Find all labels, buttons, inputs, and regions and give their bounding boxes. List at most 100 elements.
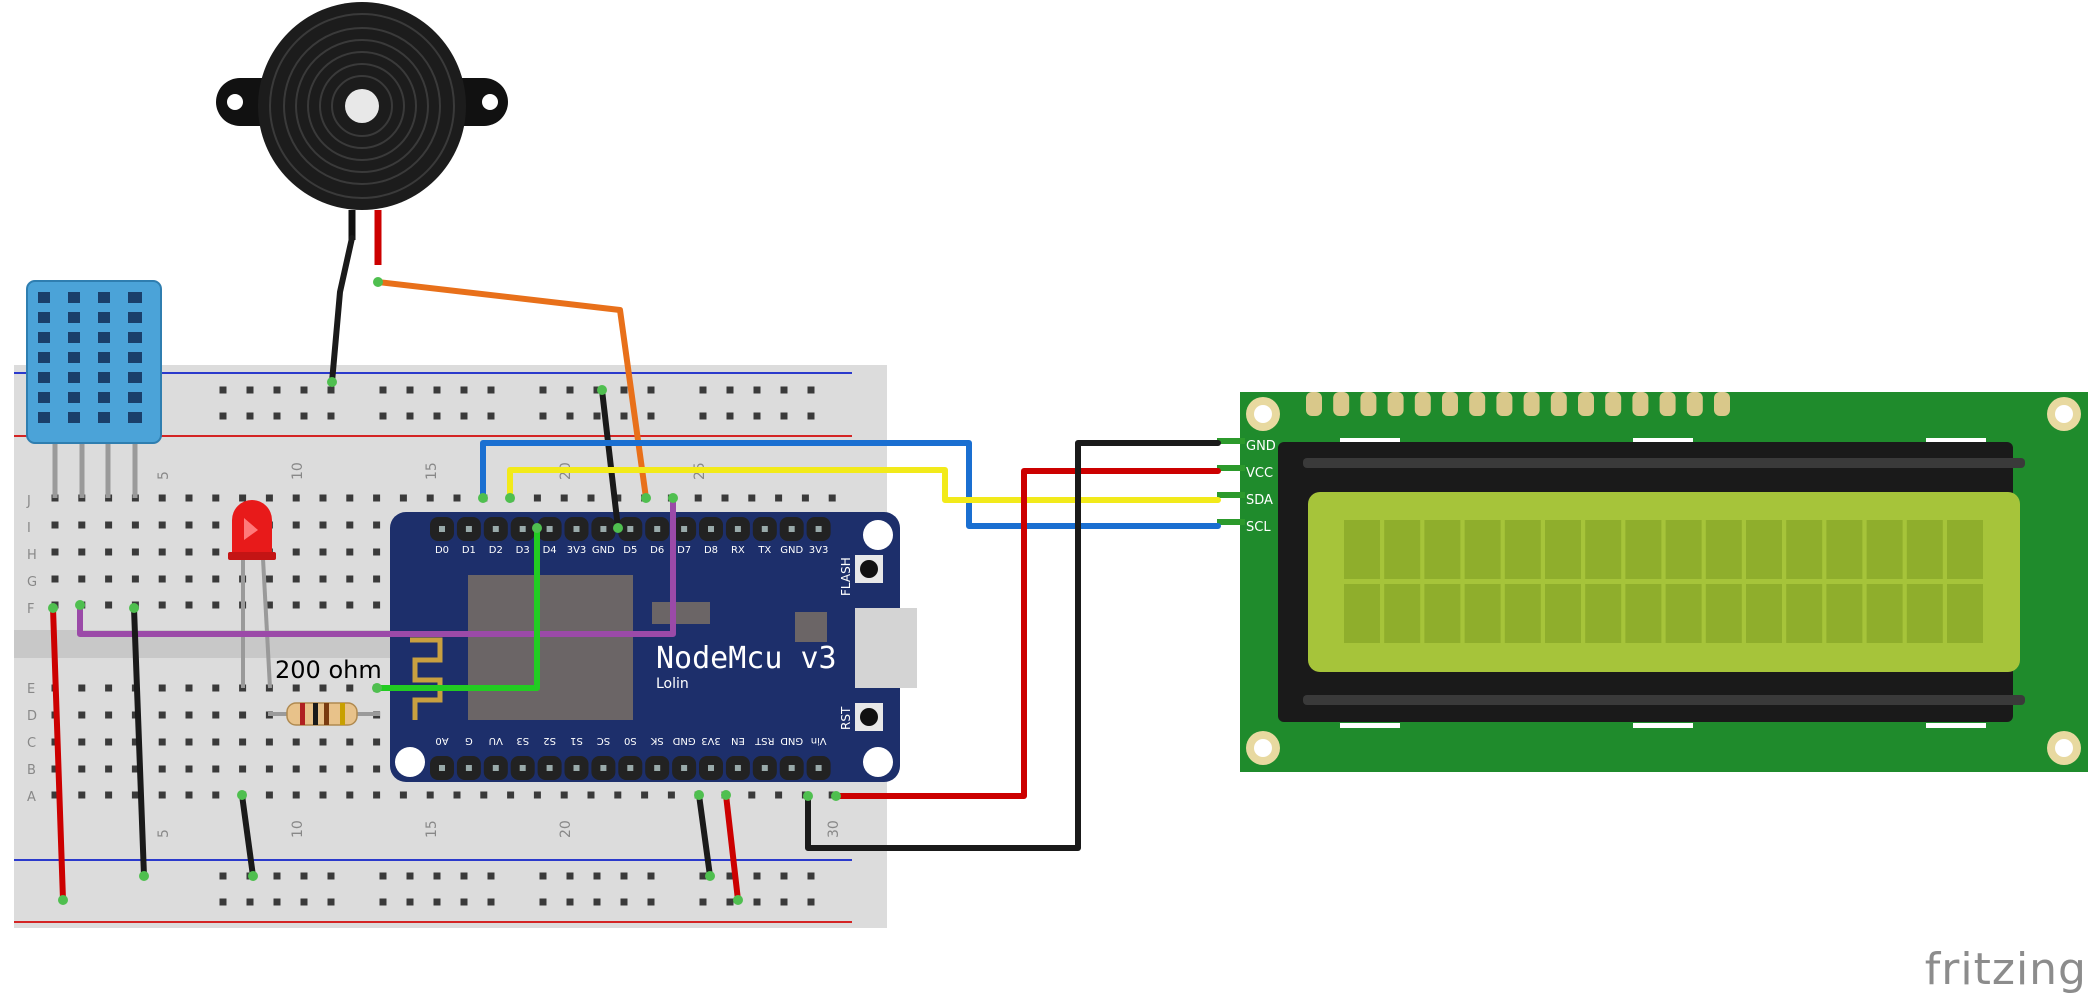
breadboard-hole[interactable] — [533, 791, 541, 799]
rail-hole[interactable] — [487, 898, 495, 906]
rail-hole[interactable] — [300, 898, 308, 906]
breadboard-hole[interactable] — [51, 791, 59, 799]
rail-hole[interactable] — [379, 898, 387, 906]
breadboard-hole[interactable] — [131, 738, 139, 746]
rail-hole[interactable] — [539, 872, 547, 880]
rail-hole[interactable] — [593, 872, 601, 880]
breadboard-hole[interactable] — [346, 548, 354, 556]
breadboard-hole[interactable] — [346, 791, 354, 799]
breadboard-hole[interactable] — [105, 765, 113, 773]
rail-hole[interactable] — [487, 412, 495, 420]
rail-hole[interactable] — [620, 412, 628, 420]
breadboard-hole[interactable] — [158, 738, 166, 746]
rail-hole[interactable] — [780, 872, 788, 880]
breadboard-hole[interactable] — [105, 711, 113, 719]
breadboard-hole[interactable] — [292, 738, 300, 746]
rail-hole[interactable] — [566, 412, 574, 420]
rail-hole[interactable] — [487, 872, 495, 880]
rail-hole[interactable] — [539, 412, 547, 420]
breadboard-hole[interactable] — [319, 548, 327, 556]
breadboard-hole[interactable] — [641, 791, 649, 799]
breadboard-hole[interactable] — [51, 575, 59, 583]
rail-hole[interactable] — [807, 898, 815, 906]
rail-hole[interactable] — [726, 386, 734, 394]
rail-hole[interactable] — [300, 386, 308, 394]
rail-hole[interactable] — [539, 386, 547, 394]
breadboard-hole[interactable] — [453, 791, 461, 799]
breadboard-hole[interactable] — [346, 521, 354, 529]
breadboard-hole[interactable] — [131, 791, 139, 799]
breadboard-hole[interactable] — [185, 601, 193, 609]
breadboard-hole[interactable] — [239, 494, 247, 502]
breadboard-hole[interactable] — [346, 738, 354, 746]
rail-hole[interactable] — [460, 898, 468, 906]
rail-hole[interactable] — [753, 872, 761, 880]
rail-hole[interactable] — [273, 386, 281, 394]
rail-hole[interactable] — [406, 386, 414, 394]
rail-hole[interactable] — [406, 412, 414, 420]
breadboard-hole[interactable] — [587, 791, 595, 799]
breadboard-hole[interactable] — [373, 791, 381, 799]
breadboard-hole[interactable] — [292, 521, 300, 529]
breadboard-hole[interactable] — [480, 791, 488, 799]
breadboard-hole[interactable] — [319, 575, 327, 583]
breadboard-hole[interactable] — [78, 521, 86, 529]
breadboard-hole[interactable] — [185, 548, 193, 556]
breadboard-hole[interactable] — [426, 494, 434, 502]
breadboard-hole[interactable] — [319, 684, 327, 692]
breadboard-hole[interactable] — [346, 765, 354, 773]
breadboard-hole[interactable] — [319, 601, 327, 609]
rail-hole[interactable] — [219, 412, 227, 420]
rail-hole[interactable] — [647, 386, 655, 394]
rail-hole[interactable] — [780, 386, 788, 394]
breadboard-hole[interactable] — [185, 521, 193, 529]
breadboard-hole[interactable] — [748, 494, 756, 502]
rail-hole[interactable] — [273, 872, 281, 880]
rail-hole[interactable] — [433, 412, 441, 420]
breadboard-hole[interactable] — [105, 521, 113, 529]
breadboard-hole[interactable] — [185, 791, 193, 799]
breadboard-hole[interactable] — [265, 791, 273, 799]
breadboard-hole[interactable] — [373, 601, 381, 609]
breadboard-hole[interactable] — [105, 684, 113, 692]
breadboard-hole[interactable] — [319, 521, 327, 529]
breadboard-hole[interactable] — [131, 765, 139, 773]
breadboard-hole[interactable] — [560, 791, 568, 799]
breadboard-hole[interactable] — [212, 684, 220, 692]
breadboard-hole[interactable] — [105, 601, 113, 609]
breadboard-hole[interactable] — [587, 494, 595, 502]
rail-hole[interactable] — [433, 898, 441, 906]
breadboard-hole[interactable] — [748, 791, 756, 799]
rail-hole[interactable] — [327, 872, 335, 880]
rail-hole[interactable] — [487, 386, 495, 394]
breadboard-hole[interactable] — [239, 738, 247, 746]
rail-hole[interactable] — [246, 898, 254, 906]
breadboard-hole[interactable] — [212, 494, 220, 502]
breadboard-hole[interactable] — [614, 791, 622, 799]
breadboard-hole[interactable] — [265, 738, 273, 746]
breadboard-hole[interactable] — [319, 765, 327, 773]
rail-hole[interactable] — [460, 412, 468, 420]
breadboard-hole[interactable] — [185, 494, 193, 502]
rail-hole[interactable] — [246, 386, 254, 394]
rst-button[interactable] — [860, 708, 878, 726]
rail-hole[interactable] — [379, 386, 387, 394]
rail-hole[interactable] — [753, 898, 761, 906]
breadboard-hole[interactable] — [105, 738, 113, 746]
rail-hole[interactable] — [647, 412, 655, 420]
breadboard-hole[interactable] — [185, 738, 193, 746]
breadboard-hole[interactable] — [507, 791, 515, 799]
breadboard-hole[interactable] — [212, 711, 220, 719]
breadboard-hole[interactable] — [212, 601, 220, 609]
breadboard-hole[interactable] — [721, 494, 729, 502]
rail-hole[interactable] — [726, 412, 734, 420]
flash-button[interactable] — [860, 560, 878, 578]
rail-hole[interactable] — [699, 412, 707, 420]
rail-hole[interactable] — [379, 872, 387, 880]
rail-hole[interactable] — [699, 898, 707, 906]
rail-hole[interactable] — [753, 386, 761, 394]
breadboard-hole[interactable] — [212, 521, 220, 529]
breadboard-hole[interactable] — [373, 738, 381, 746]
rail-hole[interactable] — [780, 412, 788, 420]
rail-hole[interactable] — [699, 872, 707, 880]
